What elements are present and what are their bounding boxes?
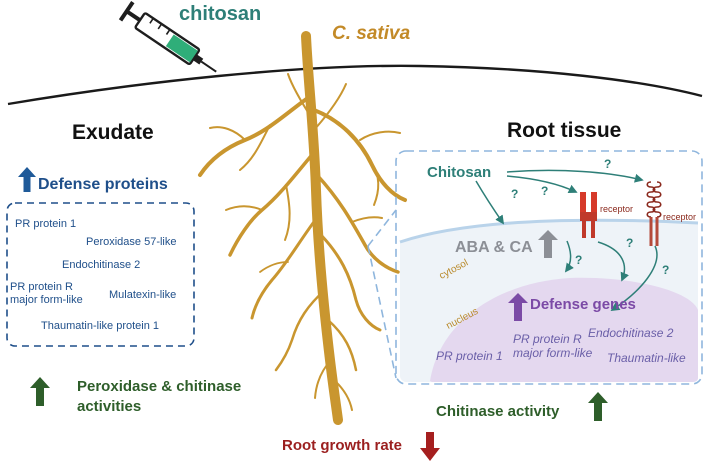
protein-item: PR protein 1 — [15, 218, 77, 230]
defense-genes-label: Defense genes — [530, 296, 636, 313]
gene-item: Thaumatin-like — [607, 351, 686, 365]
up-arrow-icon — [538, 230, 558, 258]
protein-item: Endochitinase 2 — [62, 259, 141, 271]
syringe-icon — [118, 1, 217, 73]
hormones-label: ABA & CA — [455, 239, 533, 256]
question-mark: ? — [575, 253, 583, 267]
chitinase-activity-label: Chitinase activity — [436, 403, 560, 420]
up-arrow-icon — [588, 392, 608, 421]
up-arrow-icon — [18, 167, 36, 192]
receptor-label: receptor — [663, 212, 697, 222]
chitosan-label: Chitosan — [427, 164, 492, 181]
gene-item: PR protein 1 — [436, 349, 503, 363]
receptor-icon — [580, 192, 597, 238]
up-arrow-icon — [30, 377, 50, 406]
root-growth-label: Root growth rate — [282, 437, 402, 454]
protein-item: Peroxidase 57-like — [86, 236, 177, 248]
root-tissue-box — [395, 150, 703, 385]
question-mark: ? — [604, 157, 612, 171]
protein-item: Thaumatin-like protein 1 — [41, 320, 160, 332]
receptor-icon — [646, 181, 662, 246]
plant-name: C. sativa — [332, 23, 411, 44]
ground-line — [7, 64, 703, 106]
defense-proteins-label: Defense proteins — [38, 176, 168, 193]
root-icon — [198, 31, 407, 425]
up-arrow-icon — [508, 293, 528, 321]
enzyme-activities-label: Peroxidase & chitinase activities — [77, 378, 242, 415]
nucleus-shape — [430, 277, 698, 382]
cell-membrane — [399, 218, 699, 244]
receptor-label: receptor — [600, 204, 634, 214]
defense-proteins-box — [6, 202, 195, 347]
question-mark: ? — [541, 184, 549, 198]
question-mark: ? — [662, 263, 670, 277]
question-mark: ? — [511, 187, 519, 201]
zoom-line — [367, 209, 397, 247]
exudate-title: Exudate — [72, 121, 154, 144]
protein-item: PR protein R major form-like — [10, 281, 83, 306]
zoom-line — [367, 245, 397, 379]
protein-item: Mulatexin-like — [109, 289, 177, 301]
chitosan-syringe-label: chitosan — [179, 3, 262, 25]
question-mark: ? — [626, 236, 634, 250]
gene-item: PR protein R major form-like — [513, 332, 593, 360]
down-arrow-icon — [420, 432, 440, 461]
root-tissue-title: Root tissue — [507, 119, 622, 142]
signaling-arrows — [475, 169, 658, 311]
gene-item: Endochitinase 2 — [588, 326, 674, 340]
